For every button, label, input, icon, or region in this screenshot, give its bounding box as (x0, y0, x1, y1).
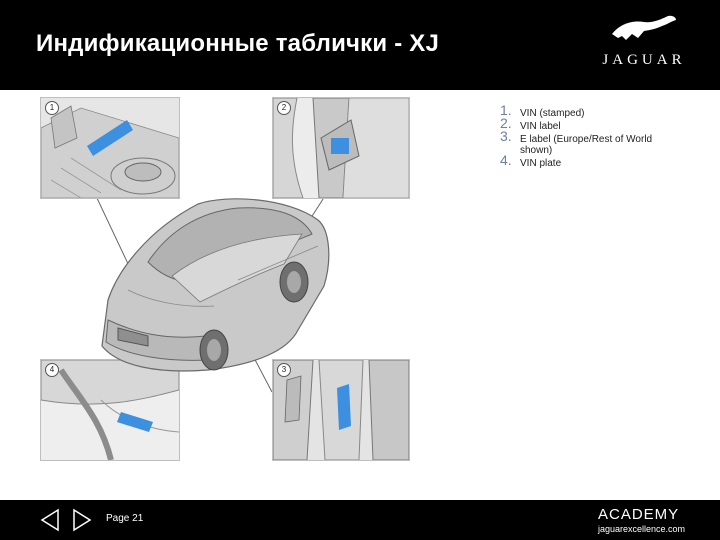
legend-number: 4. (500, 152, 512, 168)
legend-item: 2. VIN label (500, 115, 680, 132)
legend-text: VIN (stamped) (520, 108, 585, 119)
detail-panel-vin-stamped: 1 (40, 97, 180, 199)
footer-bar: Page 21 ACADEMY jaguarexcellence.com (0, 500, 720, 540)
legend-item: 1. VIN (stamped) (500, 102, 680, 119)
leaping-jaguar-icon (612, 15, 676, 40)
strut-tower-illustration (41, 98, 179, 198)
detail-panel-vin-plate: 4 (40, 359, 180, 461)
legend-number: 2. (500, 115, 512, 131)
legend-item: 3. E label (Europe/Rest of World shown) (500, 128, 680, 156)
legend-number: 3. (500, 128, 512, 144)
jaguar-logo: JAGUAR (596, 12, 692, 68)
panel-number: 3 (277, 363, 291, 377)
panel-number: 2 (277, 101, 291, 115)
vin-plate-highlight (117, 412, 153, 432)
previous-page-icon[interactable] (36, 508, 64, 532)
windscreen-illustration (41, 360, 179, 460)
next-page-icon[interactable] (68, 508, 96, 532)
legend-text: VIN label (520, 121, 561, 132)
vin-label-highlight (331, 138, 349, 154)
panel-number: 1 (45, 101, 59, 115)
panel-number: 4 (45, 363, 59, 377)
page-number: Page 21 (106, 513, 144, 524)
detail-panel-vin-label: 2 (272, 97, 410, 199)
legend-text: E label (Europe/Rest of World shown) (520, 134, 653, 156)
page-title: Индификационные таблички - XJ (36, 30, 440, 57)
brand-wordmark: JAGUAR (602, 52, 686, 68)
academy-website: jaguarexcellence.com (598, 524, 686, 534)
detail-panel-e-label: 3 (272, 359, 410, 461)
academy-wordmark: ACADEMY (598, 506, 680, 523)
legend-item: 4. VIN plate (500, 152, 680, 169)
header-bar: Индификационные таблички - XJ JAGUAR (0, 0, 720, 90)
legend-number: 1. (500, 102, 512, 118)
door-shut-illustration (273, 360, 409, 460)
car-illustration (101, 198, 330, 372)
vin-highlight (87, 120, 133, 156)
e-label-highlight (337, 384, 351, 430)
legend-text: VIN plate (520, 158, 562, 169)
b-pillar-illustration (273, 98, 409, 198)
legend-list: 1. VIN (stamped) 2. VIN label 3. E label (E… (500, 102, 680, 171)
